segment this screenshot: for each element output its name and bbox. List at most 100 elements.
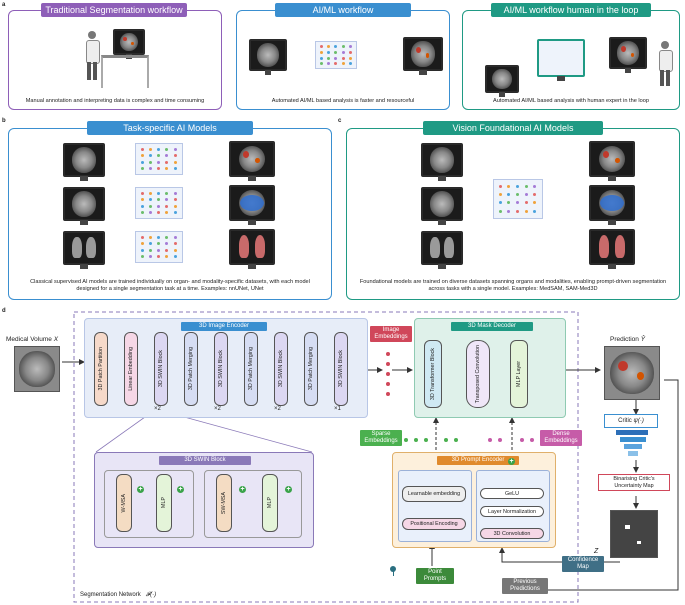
network-node	[148, 154, 152, 158]
network-node	[157, 204, 161, 208]
network-node	[140, 235, 144, 239]
b-output-ct-monitor	[229, 185, 275, 225]
point-prompts-tag: Point Prompts	[416, 568, 454, 584]
network-node	[533, 184, 537, 188]
c-output-brain-monitor	[589, 141, 635, 181]
z-symbol: Z	[594, 548, 599, 555]
network-node	[524, 184, 528, 188]
network-node	[140, 198, 144, 202]
network-node	[507, 184, 511, 188]
network-node	[173, 160, 177, 164]
network-node	[327, 62, 331, 66]
network-node	[348, 50, 352, 54]
conv3d-block: 3D Convolution	[480, 528, 544, 539]
critic-network-icon	[616, 430, 652, 458]
network-node	[157, 147, 161, 151]
sparse-embedding-dot	[444, 438, 448, 442]
network-node	[334, 56, 338, 60]
output-mri-monitor	[403, 37, 443, 75]
network-node	[165, 154, 169, 158]
b-network-3	[135, 231, 183, 263]
swin-sub-frame-1	[104, 470, 194, 538]
dense-embedding-dot	[488, 438, 492, 442]
add-icon: +	[508, 458, 515, 465]
swin-sub-frame-2	[204, 470, 302, 538]
input-mri-monitor	[249, 39, 287, 75]
network-node	[173, 235, 177, 239]
mlp-layer-block: MLP Layer	[510, 340, 528, 408]
image-embedding-dot	[386, 382, 390, 386]
network-node	[173, 204, 177, 208]
network-node	[516, 209, 520, 213]
c-output-xray-monitor	[589, 229, 635, 269]
sparse-branch-frame	[398, 470, 472, 542]
network-node	[516, 201, 520, 205]
network-node	[157, 167, 161, 171]
network-node	[148, 160, 152, 164]
traditional-title: Traditional Segmentation workflow	[41, 3, 187, 17]
swmsa-block: SW-MSA	[216, 474, 232, 532]
network-node	[140, 248, 144, 252]
segmentation-network-label: Segmentation Network 𝓕(·)	[80, 592, 157, 598]
network-node	[320, 62, 323, 66]
c-foundation-network	[493, 179, 543, 219]
panel-a-label: a	[2, 2, 6, 8]
network-node	[140, 167, 144, 171]
hitl-input-monitor	[485, 65, 519, 97]
medical-volume-label: Medical Volume X	[6, 336, 59, 343]
network-node	[165, 235, 169, 239]
desk	[101, 55, 149, 88]
network-node	[498, 209, 502, 213]
network-node	[173, 147, 177, 151]
sparse-embedding-dot	[424, 438, 428, 442]
sparse-embedding-dot	[414, 438, 418, 442]
network-node	[148, 167, 152, 171]
patch-merging-3: 3D Patch Merging	[304, 332, 318, 406]
b-input-xray-monitor	[63, 231, 105, 269]
network-node	[148, 198, 152, 202]
panel-b-label: b	[2, 118, 6, 124]
learnable-embedding-block: Learnable embedding	[402, 486, 466, 502]
add-icon: +	[177, 486, 184, 493]
network-node	[173, 154, 177, 158]
workstation-monitor	[113, 29, 145, 59]
aiml-panel: AI/ML workflow Automated AI/ML based ana…	[236, 3, 450, 110]
network-node	[173, 191, 177, 195]
multiplier-2: ×2	[214, 406, 221, 412]
aiml-caption: Automated AI/ML based analysis is faster…	[271, 98, 415, 104]
network-node	[498, 192, 502, 196]
network-node	[341, 62, 345, 66]
prediction-cube	[604, 346, 660, 400]
network-node	[140, 191, 144, 195]
network-node	[524, 209, 528, 213]
hitl-output-monitor	[609, 37, 647, 73]
network-node	[157, 242, 161, 246]
dense-embedding-dot	[498, 438, 502, 442]
network-node	[140, 204, 144, 208]
hitl-title: AI/ML workflow human in the loop	[491, 3, 651, 17]
network-node	[157, 191, 161, 195]
network-node	[157, 248, 161, 252]
medical-volume-cube	[14, 346, 60, 392]
network-node	[165, 255, 169, 259]
network-node	[165, 191, 169, 195]
network-node	[165, 167, 169, 171]
patch-merging-2: 3D Patch Merging	[244, 332, 258, 406]
network-node	[140, 154, 144, 158]
network-node	[334, 45, 338, 49]
network-node	[157, 198, 161, 202]
wmsa-block: W-MSA	[116, 474, 132, 532]
add-icon: +	[137, 486, 144, 493]
network-node	[533, 209, 537, 213]
swin-block-1: 3D SWIN Block	[154, 332, 168, 406]
network-node	[334, 62, 338, 66]
add-icon: +	[239, 486, 246, 493]
mlp-block-2: MLP	[262, 474, 278, 532]
swin-block-title: 3D SWIN Block	[159, 456, 251, 465]
network-node	[165, 204, 169, 208]
prompt-encoder-title: 3D Prompt Encoder	[437, 456, 519, 465]
transposed-conv-block: Transposed Convolution	[466, 340, 490, 408]
image-embedding-dot	[386, 372, 390, 376]
positional-encoding-block: Positional Encoding	[402, 518, 466, 530]
aiml-title: AI/ML workflow	[275, 3, 411, 17]
